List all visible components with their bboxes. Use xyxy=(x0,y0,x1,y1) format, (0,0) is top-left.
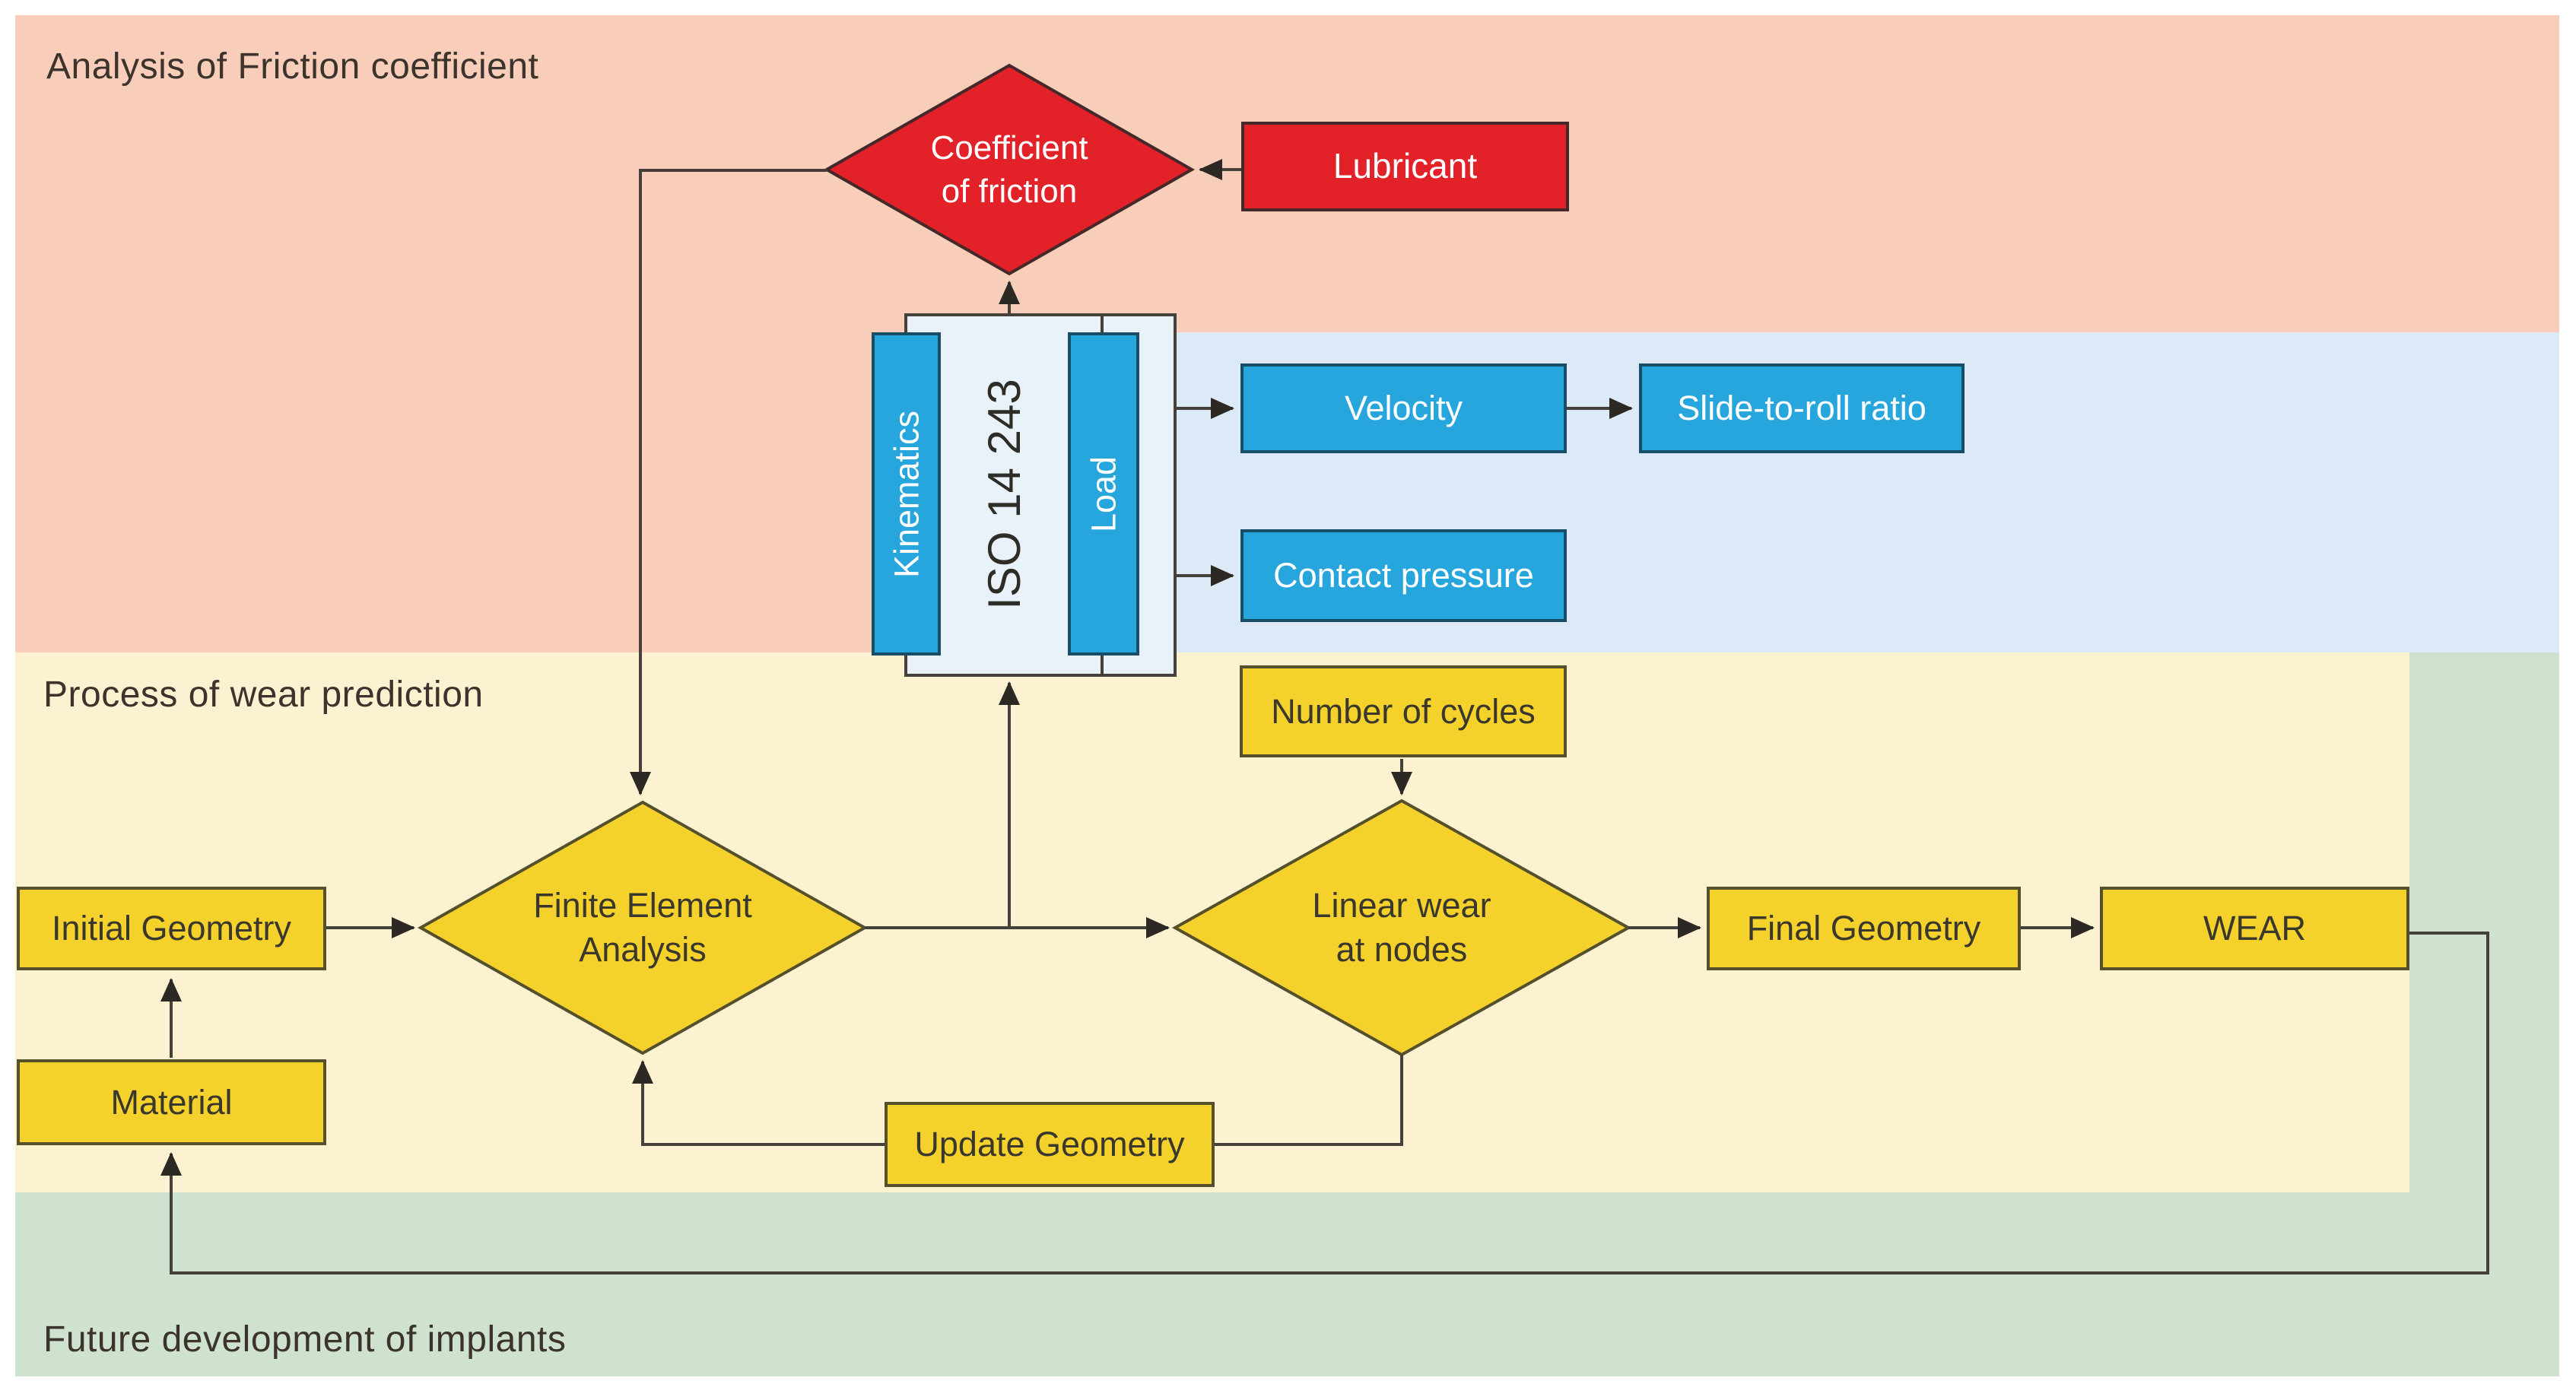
decision-linear-wear-label: Linear wear at nodes xyxy=(1234,859,1569,996)
node-lubricant: Lubricant xyxy=(1241,122,1569,211)
region-title-wear-prediction: Process of wear prediction xyxy=(43,675,484,715)
fea-label-line1: Finite Element xyxy=(533,885,752,925)
node-kinematics-label: Kinematics xyxy=(887,410,926,578)
cof-label-line1: Coefficient xyxy=(930,129,1088,167)
node-number-of-cycles-label: Number of cycles xyxy=(1271,691,1536,731)
arrow-wear-feedback-to-material xyxy=(160,932,2489,1274)
decision-cof-label: Coefficient of friction xyxy=(857,109,1161,230)
node-final-geometry-label: Final Geometry xyxy=(1746,909,1981,948)
node-iso-14-243: ISO 14 243 xyxy=(941,332,1068,655)
node-iso-label: ISO 14 243 xyxy=(978,378,1030,610)
node-contact-pressure: Contact pressure xyxy=(1240,529,1567,622)
node-contact-pressure-label: Contact pressure xyxy=(1273,556,1534,595)
node-velocity-label: Velocity xyxy=(1344,389,1463,427)
node-material: Material xyxy=(17,1059,326,1145)
lw-label-line2: at nodes xyxy=(1336,930,1468,969)
node-wear: WEAR xyxy=(2100,887,2409,970)
node-velocity: Velocity xyxy=(1240,363,1567,453)
decision-finite-element-analysis xyxy=(417,800,869,1055)
node-slide-to-roll-ratio: Slide-to-roll ratio xyxy=(1639,363,1965,453)
node-initial-geometry-label: Initial Geometry xyxy=(51,909,292,948)
node-load-label: Load xyxy=(1084,456,1123,532)
node-number-of-cycles: Number of cycles xyxy=(1240,665,1567,757)
node-kinematics-bar: Kinematics xyxy=(872,332,941,655)
lw-label-line1: Linear wear xyxy=(1312,885,1491,925)
node-material-label: Material xyxy=(110,1082,233,1122)
node-final-geometry: Final Geometry xyxy=(1707,887,2021,970)
node-load-bar: Load xyxy=(1068,332,1139,655)
node-initial-geometry: Initial Geometry xyxy=(17,887,326,970)
decision-fea-label: Finite Element Analysis xyxy=(475,859,810,996)
node-update-geometry-label: Update Geometry xyxy=(914,1125,1185,1163)
region-title-future-development: Future development of implants xyxy=(43,1319,567,1360)
node-slide-to-roll-label: Slide-to-roll ratio xyxy=(1677,389,1926,427)
fea-label-line2: Analysis xyxy=(579,930,707,969)
node-wear-label: WEAR xyxy=(2203,909,2306,948)
cof-label-line2: of friction xyxy=(941,173,1078,210)
region-title-friction-analysis: Analysis of Friction coefficient xyxy=(46,46,539,87)
decision-coefficient-of-friction xyxy=(823,63,1196,276)
node-lubricant-label: Lubricant xyxy=(1332,146,1478,186)
node-update-geometry: Update Geometry xyxy=(885,1102,1215,1187)
arrow-cof-to-fea xyxy=(630,169,827,795)
